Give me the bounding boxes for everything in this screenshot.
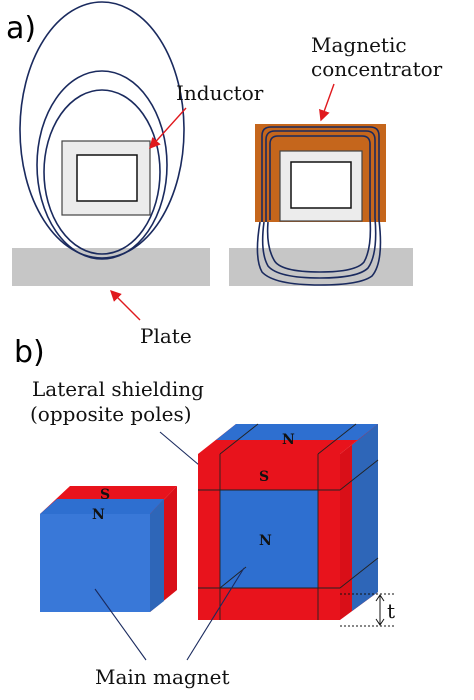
large-magnet [198,423,379,620]
thickness-indicator [340,593,396,627]
concentrator-label-line2: concentrator [311,57,443,81]
inductor-window-right [290,161,352,209]
plate-left [12,248,210,286]
inductor-window-left [76,154,138,202]
small-magnet-top-pole: S [100,487,110,503]
large-magnet-shield-pole: S [259,469,269,485]
concentrator-arrow [319,83,335,122]
large-magnet-center-pole: N [259,533,272,549]
main-magnet-label: Main magnet [95,665,229,689]
panel-a-label: a) [6,11,36,46]
thickness-label: t [387,599,395,623]
concentrator-label-line1: Magnetic [311,33,407,57]
plate-arrow [110,290,141,321]
field-lines-right [256,126,382,286]
field-lines-left [19,1,185,260]
large-magnet-top-pole: N [282,432,295,448]
panel-b-label: b) [14,335,45,370]
main-magnet-leader-large [186,567,245,661]
main-magnet-leader-small [94,588,147,661]
shielding-label-line1: Lateral shielding [32,377,204,401]
inductor-arrow [149,107,187,150]
small-magnet [40,486,177,612]
inductor-label: Inductor [176,81,264,105]
small-magnet-front-pole: N [92,507,105,523]
shielding-label-line2: (opposite poles) [30,402,192,426]
plate-right [229,248,413,286]
plate-label: Plate [140,324,192,348]
